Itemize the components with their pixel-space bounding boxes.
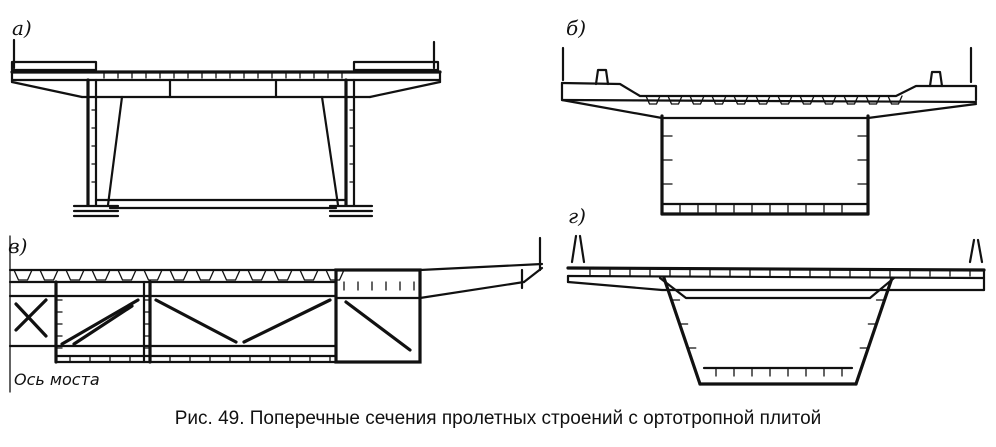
trough-rib (821, 95, 837, 105)
trough-rib (843, 95, 859, 105)
trough-rib (755, 95, 771, 105)
trough-rib (221, 269, 241, 281)
trough-rib (13, 269, 33, 281)
trough-rib (645, 95, 661, 105)
panel-label-b: б) (566, 16, 587, 40)
trough-rib (65, 269, 85, 281)
bridge-axis-label: Ось моста (14, 370, 100, 389)
trough-rib (299, 269, 319, 281)
trough-rib (733, 95, 749, 105)
trough-rib (195, 269, 215, 281)
trough-rib (169, 269, 189, 281)
panel-label-v: в) (8, 234, 28, 258)
trough-rib (91, 269, 111, 281)
figure-caption: Рис. 49. Поперечные сечения пролетных ст… (174, 408, 822, 429)
panel-label-g: г) (568, 204, 586, 228)
trough-rib (39, 269, 59, 281)
trough-rib (711, 95, 727, 105)
trough-rib (865, 95, 881, 105)
trough-rib (777, 95, 793, 105)
trough-rib (799, 95, 815, 105)
trough-rib (667, 95, 683, 105)
trough-rib (117, 269, 137, 281)
trough-rib (273, 269, 293, 281)
trough-rib (689, 95, 705, 105)
trough-rib (887, 95, 903, 105)
trough-rib (143, 269, 163, 281)
section-b (560, 46, 978, 216)
section-a (10, 38, 442, 218)
trough-rib (247, 269, 267, 281)
section-v (8, 235, 544, 393)
panel-label-a: а) (12, 16, 32, 40)
section-g (566, 234, 986, 386)
